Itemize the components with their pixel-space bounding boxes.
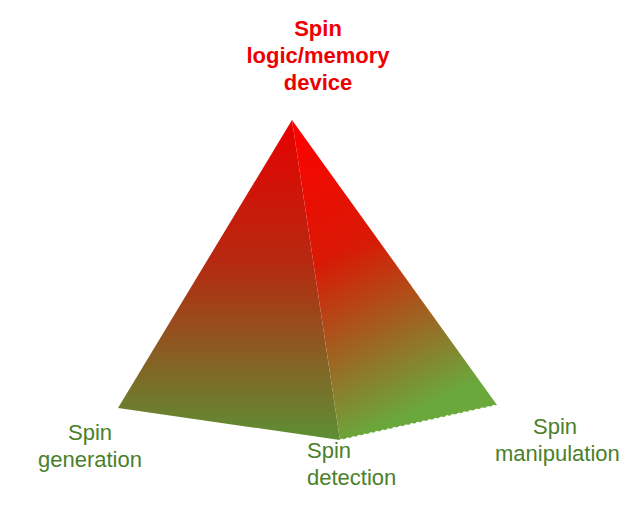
pyramid-right-face bbox=[292, 120, 497, 440]
corner-label: Spin manipulation bbox=[495, 414, 615, 468]
corner-label: Spin generation bbox=[30, 420, 150, 474]
apex-label: Spin logic/memory device bbox=[233, 16, 403, 96]
dashed-base-edge bbox=[340, 405, 497, 440]
corner-label: Spin detection bbox=[307, 438, 417, 492]
